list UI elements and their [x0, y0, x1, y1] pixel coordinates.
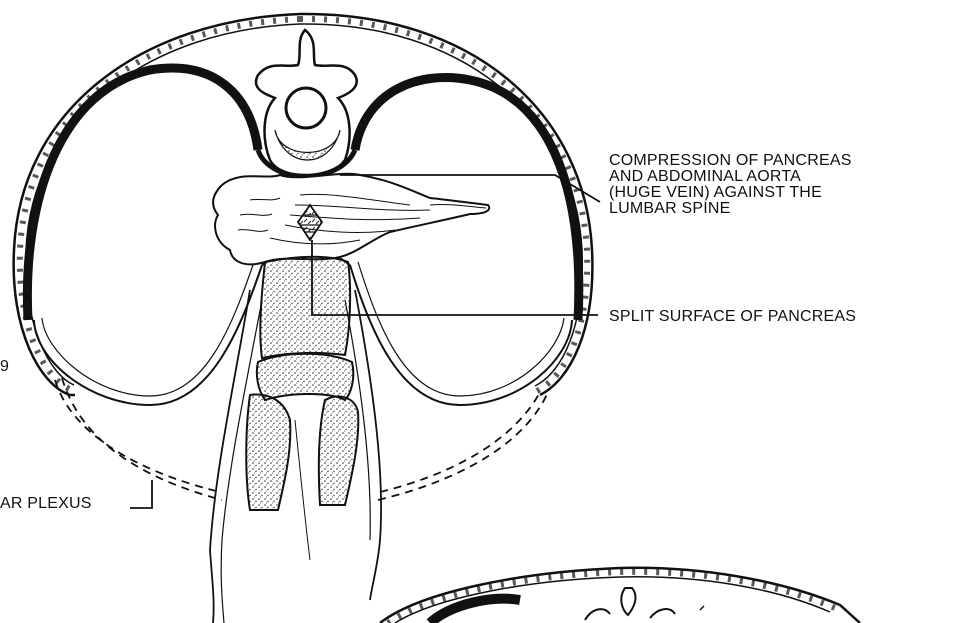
- pancreas: [213, 174, 489, 265]
- compression-label-line-3: (HUGE VEIN) AGAINST THE: [609, 185, 852, 201]
- split-surface-label: SPLIT SURFACE OF PANCREAS: [609, 309, 856, 325]
- plexus-label-fragment: AR PLEXUS: [0, 496, 92, 512]
- compression-label-line-2: AND ABDOMINAL AORTA: [609, 169, 852, 185]
- compression-label: COMPRESSION OF PANCREAS AND ABDOMINAL AO…: [609, 153, 852, 217]
- vertebra: [256, 30, 357, 192]
- dashed-body-contour: [55, 380, 540, 492]
- left-edge-label-fragment: 9: [0, 359, 9, 375]
- second-cross-section-partial: [380, 568, 860, 623]
- compression-label-line-1: COMPRESSION OF PANCREAS: [609, 153, 852, 169]
- lumbar-spine: [246, 257, 358, 510]
- compression-label-line-4: LUMBAR SPINE: [609, 201, 852, 217]
